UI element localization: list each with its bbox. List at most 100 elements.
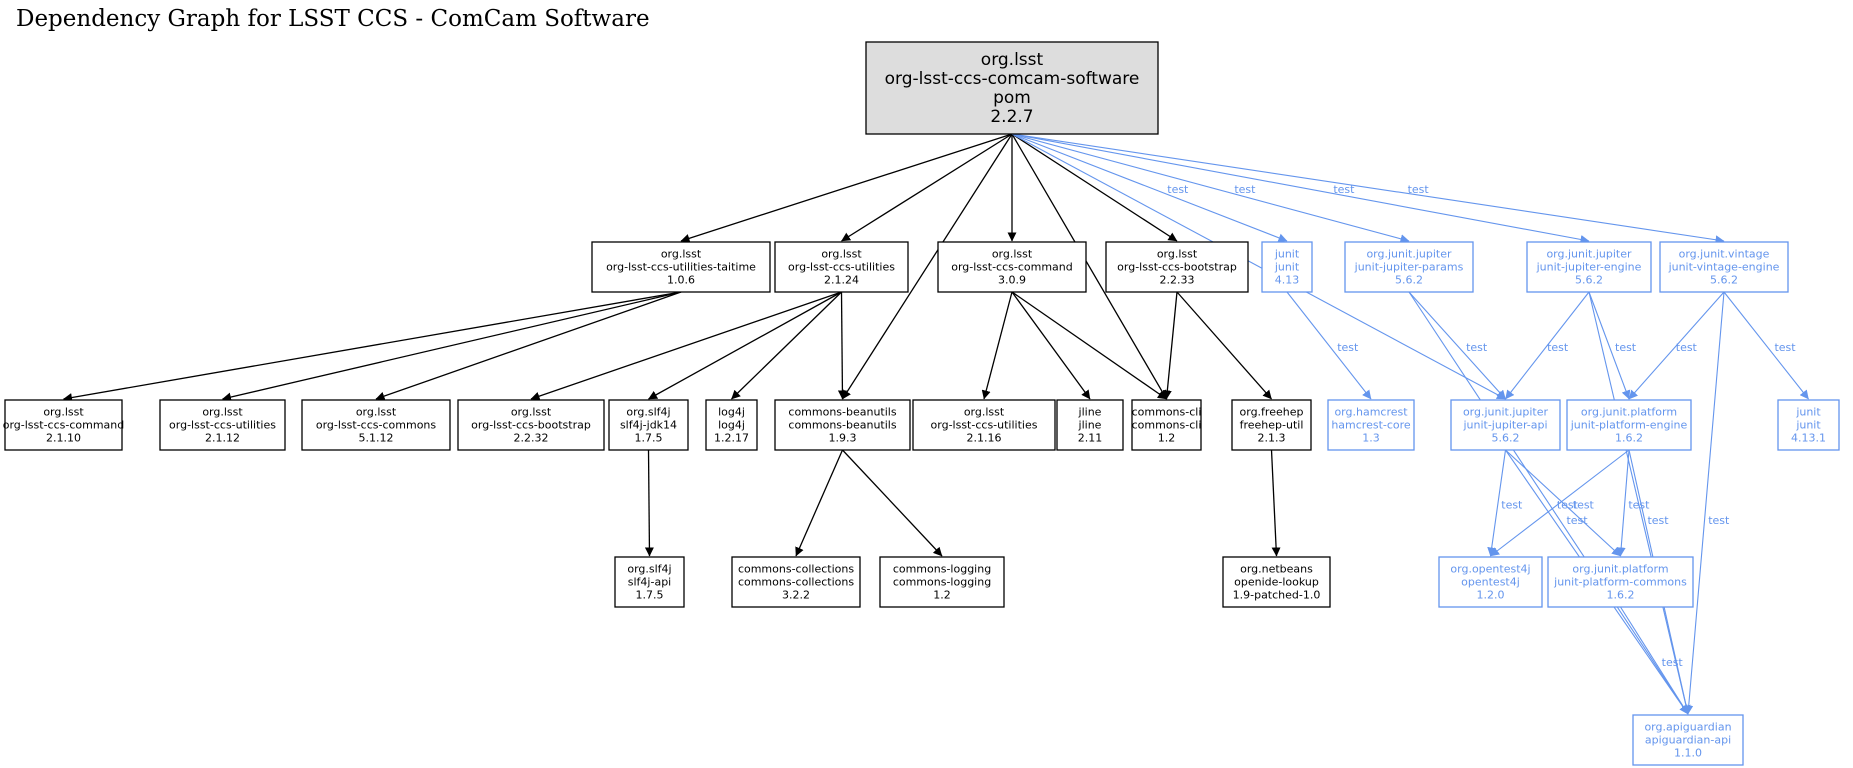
edge-root-to-util-taitime (680, 133, 1013, 243)
edge-line (1011, 291, 1167, 400)
node-label-line: commons-cli (1132, 406, 1202, 419)
nodes-layer: org.lsstorg-lsst-ccs-comcam-softwarepom2… (3, 41, 1840, 766)
node-label-line: org.junit.jupiter (1546, 248, 1632, 261)
node-label-line: org.lsst (202, 406, 243, 419)
edge-line (648, 291, 842, 400)
edge-utilities-2124-to-slf4j-jdk14 (648, 291, 842, 400)
edge-utilities-2124-to-beanutils (837, 291, 847, 400)
node-label-line: slf4j-api (628, 576, 671, 589)
node-platform-commons: org.junit.platformjunit-platform-commons… (1547, 556, 1694, 608)
node-label-line: 1.7.5 (636, 589, 664, 602)
node-box (865, 41, 1159, 135)
edge-line (1011, 133, 1506, 400)
node-box (1131, 399, 1202, 451)
node-label-line: commons-collections (738, 576, 854, 589)
node-label-line: junit-jupiter-engine (1536, 261, 1642, 274)
node-label-line: org.junit.vintage (1679, 248, 1770, 261)
edge-line (375, 291, 682, 401)
node-box (1222, 556, 1331, 608)
edge-label: test (1167, 183, 1189, 196)
edge-label: test (1708, 514, 1730, 527)
node-label-line: log4j (718, 419, 745, 432)
node-label-line: junit (1274, 248, 1300, 261)
edge-slf4j-jdk14-to-slf4j-api (644, 449, 654, 557)
edge-line (1011, 291, 1091, 400)
edge-line (1505, 291, 1590, 400)
edge-line (1011, 133, 1168, 400)
node-box (1547, 556, 1694, 608)
node-box (614, 556, 685, 608)
edge-beanutils-to-collections (795, 449, 844, 557)
node-box (457, 399, 605, 451)
node-label-line: junit (1274, 261, 1300, 274)
edge-label: test (1662, 656, 1684, 669)
node-box (159, 399, 286, 451)
node-label-line: 2.1.16 (967, 432, 1002, 445)
edge-command-309-to-utilities-2116 (981, 291, 1013, 400)
node-label-line: org.hamcrest (1334, 406, 1408, 419)
edge-root-to-vintage-engine: test (1011, 133, 1725, 245)
node-label-line: junit-platform-engine (1570, 419, 1688, 432)
node-label-line: org.apiguardian (1644, 721, 1731, 734)
edge-root-to-bootstrap-2233 (1011, 133, 1178, 242)
node-label-line: org-lsst-ccs-utilities (169, 419, 276, 432)
edge-line (1628, 291, 1725, 400)
node-label-line: 5.6.2 (1710, 274, 1738, 287)
edge-root-to-commons-cli (1011, 133, 1168, 400)
edge-jupiter-engine-to-jupiter-api: test (1505, 291, 1590, 400)
edge-line (1286, 291, 1372, 400)
node-box (1526, 241, 1652, 293)
node-label-line: 1.2 (1158, 432, 1176, 445)
edge-line (842, 449, 943, 557)
node-label-line: 1.2 (933, 589, 951, 602)
edge-label: test (1333, 183, 1355, 196)
edge-line (1011, 133, 1288, 243)
node-box (1261, 241, 1313, 293)
node-label-line: commons-beanutils (788, 419, 896, 432)
edge-command-309-to-commons-cli (1011, 291, 1167, 400)
node-box (774, 399, 911, 451)
edge-root-to-utilities-2124 (841, 133, 1013, 242)
node-label-line: 4.13.1 (1791, 432, 1826, 445)
node-label-line: org.lsst (992, 248, 1033, 261)
edge-line (981, 291, 1013, 400)
edge-bootstrap-2233-to-commons-cli (1162, 291, 1178, 400)
edge-label: test (1676, 341, 1698, 354)
edge-root-to-jupiter-engine: test (1011, 133, 1590, 244)
node-label-line: org.lsst (1157, 248, 1198, 261)
edge-line (1011, 133, 1725, 245)
node-label-line: junit-vintage-engine (1668, 261, 1780, 274)
edge-root-to-junit-413: test (1011, 133, 1288, 243)
node-label-line: commons-logging (893, 563, 991, 576)
node-label-line: 2.1.12 (205, 432, 240, 445)
edge-line (222, 291, 682, 402)
edge-util-taitime-to-utilities-2112 (222, 291, 682, 402)
node-box (1450, 399, 1561, 451)
node-label-line: org.lsst (356, 406, 397, 419)
node-box (912, 399, 1056, 451)
node-label-line: org.opentest4j (1450, 563, 1530, 576)
node-openide: org.netbeansopenide-lookup1.9-patched-1.… (1222, 556, 1331, 608)
edge-label: test (1234, 183, 1256, 196)
node-label-line: org-lsst-ccs-utilities (931, 419, 1038, 432)
node-label-line: 2.1.24 (824, 274, 859, 287)
node-label-line: 1.6.2 (1607, 589, 1635, 602)
node-box (1344, 241, 1474, 293)
node-box (1327, 399, 1415, 451)
edge-jupiter-engine-to-platform-engine: test (1588, 291, 1637, 400)
node-label-line: 3.2.2 (782, 589, 810, 602)
edge-jupiter-api-to-platform-commons: test (1505, 449, 1621, 557)
node-label-line: org.lsst (821, 248, 862, 261)
